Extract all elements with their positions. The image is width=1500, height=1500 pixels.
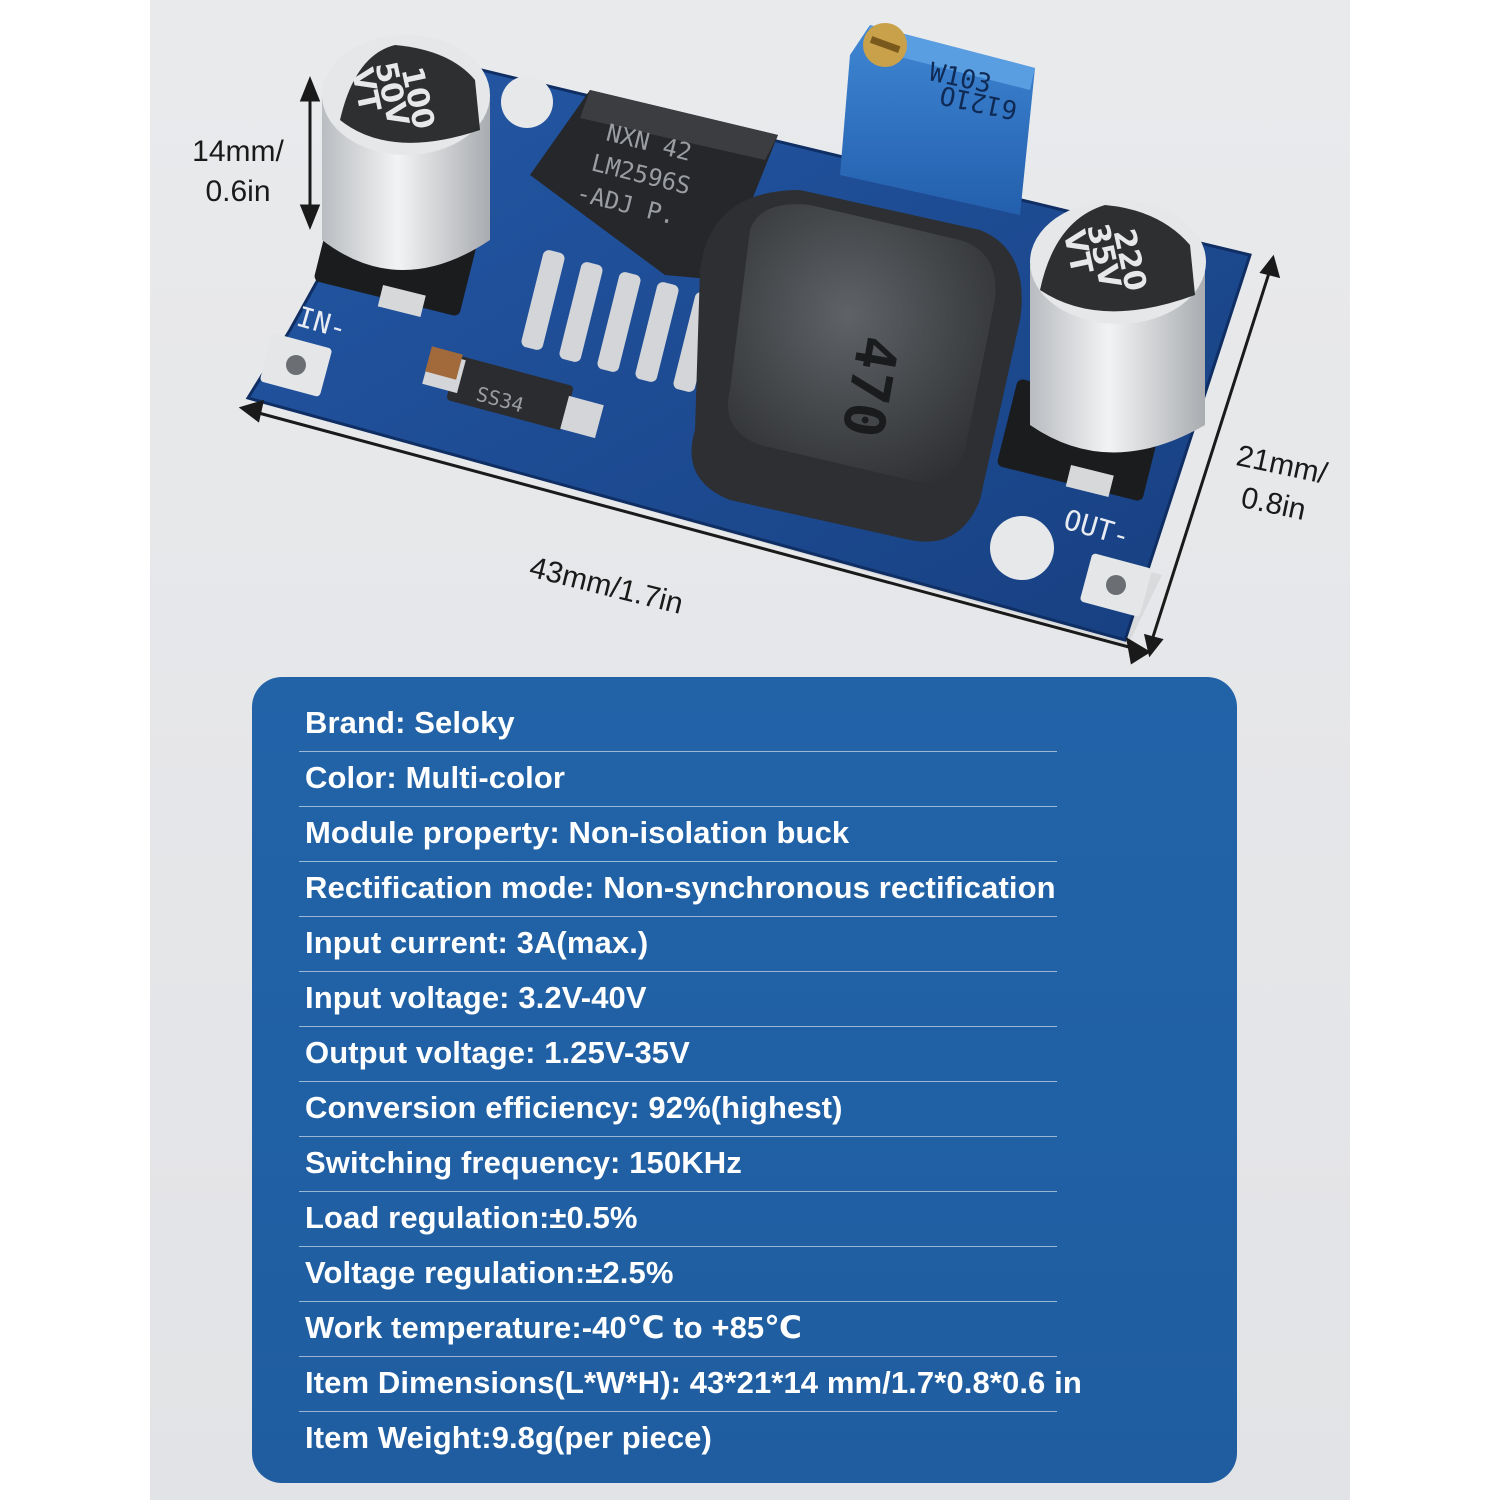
- spec-row-module-property: Module property: Non-isolation buck: [299, 807, 1057, 862]
- mounting-hole-right: [990, 516, 1054, 580]
- width-dimension-arrow: [1143, 254, 1281, 658]
- spec-row-switching-frequency: Switching frequency: 150KHz: [299, 1137, 1057, 1192]
- spec-row-color: Color: Multi-color: [299, 752, 1057, 807]
- height-dimension-arrow: [299, 75, 321, 231]
- spec-row-conversion-efficiency: Conversion efficiency: 92%(highest): [299, 1082, 1057, 1137]
- inductor: 470: [691, 190, 1022, 542]
- spec-row-item-dimensions: Item Dimensions(L*W*H): 43*21*14 mm/1.7*…: [299, 1357, 1082, 1412]
- input-capacitor: 100 50V VT: [314, 35, 490, 317]
- spec-row-item-weight: Item Weight:9.8g(per piece): [305, 1420, 712, 1455]
- spec-row-voltage-regulation: Voltage regulation:±2.5%: [299, 1247, 1057, 1302]
- spec-row-output-voltage: Output voltage: 1.25V-35V: [299, 1027, 1057, 1082]
- specs-card: Brand: Seloky Color: Multi-color Module …: [252, 677, 1237, 1483]
- output-capacitor: 220 35V VT: [997, 200, 1206, 501]
- buck-converter-illustration: IN- OUT- 100 50V VT NXN 42 LM2596S -ADJ …: [238, 23, 1281, 665]
- product-photo: IN- OUT- 100 50V VT NXN 42 LM2596S -ADJ …: [150, 0, 1350, 670]
- length-dimension-arrow: [238, 399, 1151, 665]
- potentiometer: W103 6121O: [840, 23, 1035, 215]
- spec-row-load-regulation: Load regulation:±0.5%: [299, 1192, 1057, 1247]
- height-dimension-label: 14mm/ 0.6in: [192, 135, 284, 208]
- spec-row-input-current: Input current: 3A(max.): [299, 917, 1057, 972]
- smd-resistor: [425, 346, 463, 380]
- spec-row-brand: Brand: Seloky: [299, 697, 1057, 752]
- spec-row-work-temperature: Work temperature:-40℃ to +85℃: [299, 1302, 1057, 1357]
- spec-row-input-voltage: Input voltage: 3.2V-40V: [299, 972, 1057, 1027]
- spec-row-rectification-mode: Rectification mode: Non-synchronous rect…: [299, 862, 1057, 917]
- mounting-hole-left: [501, 76, 553, 128]
